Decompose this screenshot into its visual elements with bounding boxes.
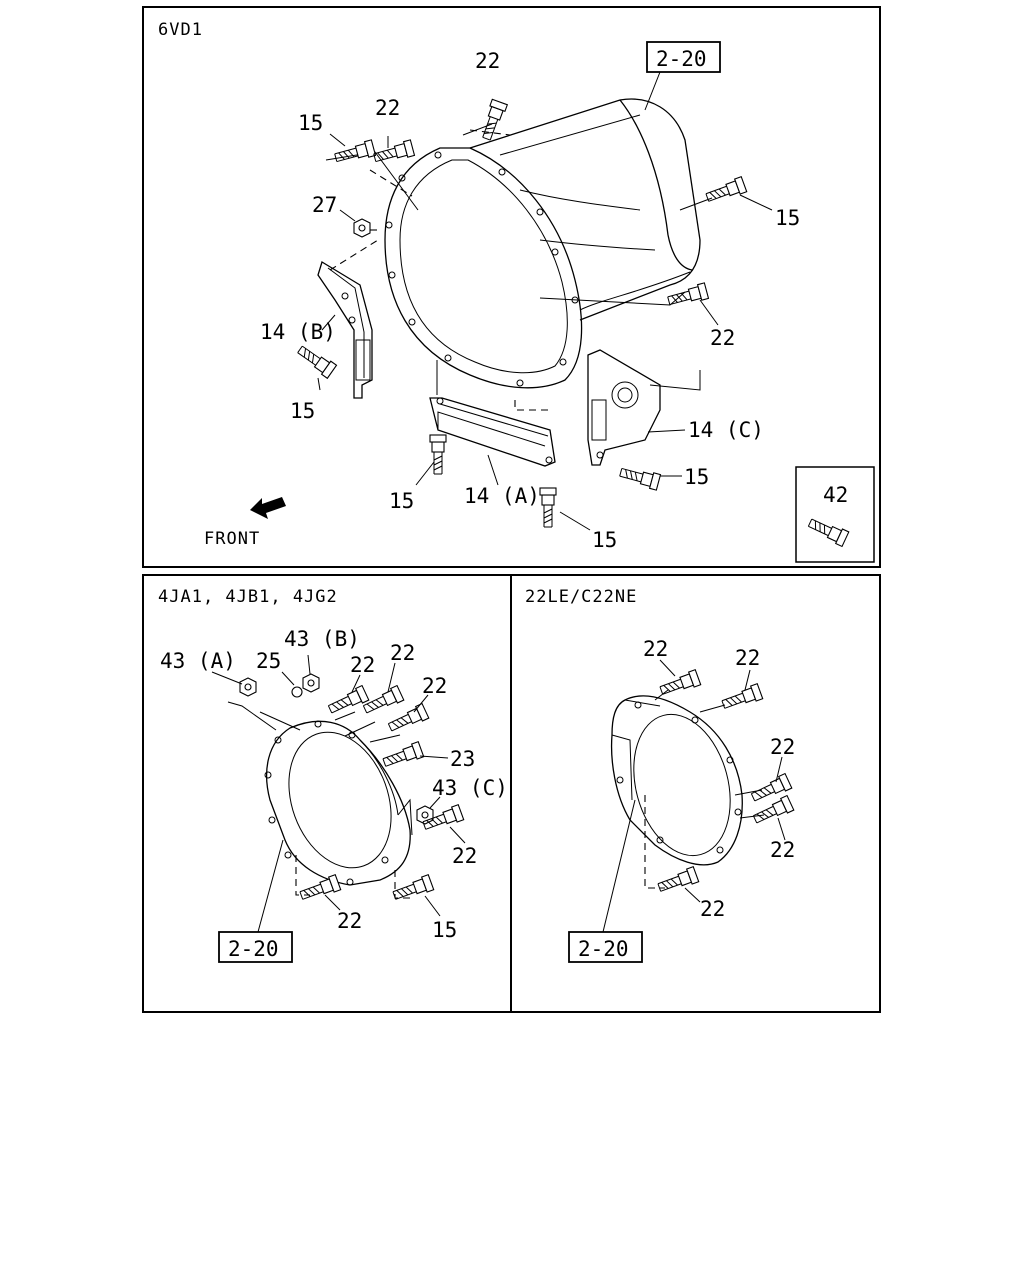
ref-label-bottom-left: 2-20 (228, 937, 279, 961)
front-label: FRONT (204, 529, 260, 549)
engine-label-6vd1: 6VD1 (158, 20, 203, 40)
callout-27: 27 (312, 193, 337, 217)
callout-15: 15 (298, 111, 323, 135)
callout-22: 22 (475, 49, 500, 73)
panel-4ja1: 4JA1, 4JB1, 4JG2 2-20 (142, 574, 512, 1013)
bolt-15-top-left (333, 139, 377, 166)
callout-15: 15 (592, 528, 617, 552)
bolt-22-top-left (372, 139, 416, 166)
callout-22: 22 (735, 646, 760, 670)
bolt-15-bottom (539, 487, 557, 528)
transmission-housing (384, 98, 701, 389)
callout-43b: 43 (B) (284, 627, 360, 651)
callout-42: 42 (823, 483, 848, 507)
bolt-22 (656, 866, 700, 896)
panel-22le: 22LE/C22NE 2-20 (510, 574, 881, 1013)
bolt-22 (751, 795, 795, 828)
bolt-23 (381, 741, 425, 771)
ref-box-bottom-left (218, 931, 293, 963)
callout-25: 25 (256, 649, 281, 673)
callout-22: 22 (700, 897, 725, 921)
ref-box-bottom-right (568, 931, 643, 963)
nut-43a (239, 677, 257, 697)
callout-43c: 43 (C) (432, 776, 508, 800)
inset-box-42 (795, 466, 875, 563)
ref-box-top (646, 41, 721, 73)
callout-15: 15 (432, 918, 457, 942)
callout-15: 15 (684, 465, 709, 489)
callout-15: 15 (290, 399, 315, 423)
bolt-15-bottom-left (429, 434, 447, 475)
bolt-22-right (666, 282, 710, 309)
callout-23: 23 (450, 747, 475, 771)
ref-label-top: 2-20 (656, 47, 707, 71)
nut-43b (302, 673, 320, 693)
bolt-22 (361, 685, 405, 718)
bolt-15-right (704, 176, 748, 206)
callout-43a: 43 (A) (160, 649, 236, 673)
callout-22: 22 (375, 96, 400, 120)
bolt-15-bracket-c (618, 464, 662, 491)
callout-22: 22 (337, 909, 362, 933)
callout-14a: 14 (A) (464, 484, 540, 508)
callout-14c: 14 (C) (688, 418, 764, 442)
washer-25 (291, 686, 303, 698)
ref-label-bottom-right: 2-20 (578, 937, 629, 961)
callout-14b: 14 (B) (260, 320, 336, 344)
front-arrow-icon (250, 497, 286, 519)
nut-27 (353, 218, 371, 238)
callout-22: 22 (710, 326, 735, 350)
callout-22: 22 (643, 637, 668, 661)
callout-22: 22 (390, 641, 415, 665)
bolt-22 (720, 683, 764, 713)
engine-label-4ja1: 4JA1, 4JB1, 4JG2 (158, 587, 338, 607)
callout-15: 15 (775, 206, 800, 230)
engine-label-22le: 22LE/C22NE (525, 587, 637, 607)
bell-housing-right (610, 695, 743, 866)
panel-frame-bottom-right (510, 574, 881, 1013)
callout-22: 22 (770, 838, 795, 862)
bracket-14c (587, 349, 661, 466)
callout-15: 15 (389, 489, 414, 513)
bolt-22 (298, 874, 342, 904)
panel-frame-top (142, 6, 881, 568)
callout-22: 22 (422, 674, 447, 698)
bell-housing-left (264, 720, 413, 886)
bolt-22 (386, 703, 430, 736)
callout-22: 22 (452, 844, 477, 868)
bolt-15-left (294, 342, 338, 379)
panel-6vd1: 6VD1 2-20 (142, 6, 881, 568)
bracket-14a (429, 397, 556, 467)
bolt-22-top (478, 98, 508, 142)
bolt-22 (658, 669, 702, 699)
bolt-22 (326, 685, 370, 718)
callout-22: 22 (350, 653, 375, 677)
callout-22: 22 (770, 735, 795, 759)
bracket-14b (317, 261, 373, 399)
